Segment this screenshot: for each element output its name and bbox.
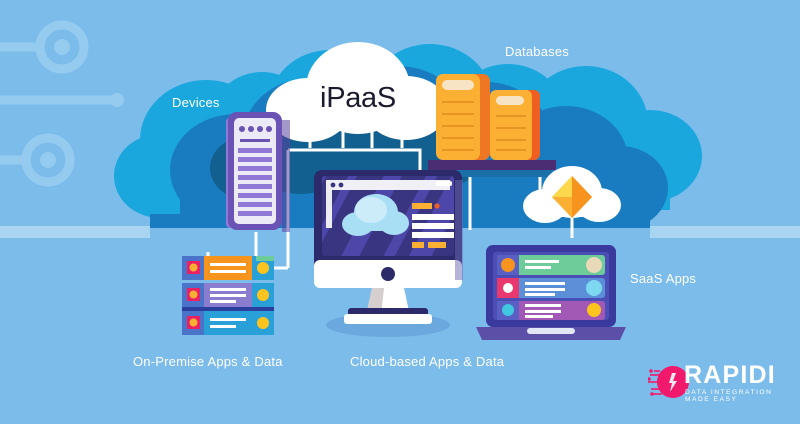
label-databases: Databases xyxy=(505,44,569,59)
monitor-chin-dot xyxy=(381,267,395,281)
stack-mid-lines xyxy=(210,288,246,303)
stack-bot-badge-dot xyxy=(189,318,198,327)
screen-titlebar-button xyxy=(436,181,452,186)
laptop-trackpad xyxy=(527,328,575,334)
monitor-base xyxy=(344,314,432,324)
screen-titlebar xyxy=(326,180,450,190)
stack-top-badge-dot xyxy=(189,263,198,272)
stack-top-green-tab xyxy=(256,256,274,261)
db-right-lines xyxy=(496,115,526,151)
stack-mid-indicator xyxy=(257,289,269,301)
label-saas-apps: SaaS Apps xyxy=(630,271,697,286)
label-on-premise: On-Premise Apps & Data xyxy=(133,354,283,369)
tower-shadow xyxy=(282,120,290,232)
stack-mid-badge-dot xyxy=(189,290,198,299)
db-shelf-top xyxy=(428,160,556,170)
stack-divider xyxy=(182,307,274,311)
label-cloud-based: Cloud-based Apps & Data xyxy=(350,354,505,369)
laptop-app2-lines xyxy=(525,282,565,296)
label-devices: Devices xyxy=(172,95,220,110)
network-node-icon xyxy=(648,366,689,398)
logo-bolt-icon xyxy=(669,373,677,392)
logo-circuit-lines xyxy=(648,370,664,395)
screen-window-dots xyxy=(330,182,344,188)
screen-content-bars xyxy=(412,203,454,248)
circuit-rings-left xyxy=(21,20,124,187)
laptop-app1-lines xyxy=(525,260,559,269)
laptop-app1-avatar xyxy=(586,257,602,273)
screen-sidebar xyxy=(326,190,332,228)
db-right-body xyxy=(490,90,532,160)
tower-indicator-dots xyxy=(239,126,272,132)
db-left-light xyxy=(442,80,474,90)
logo-nodes xyxy=(648,369,654,396)
rapidi-logo[interactable]: RAPIDI DATA INTEGRATION MADE EASY xyxy=(648,360,792,408)
laptop-app1-icon xyxy=(501,258,515,272)
stack-bot-lines xyxy=(210,318,246,328)
ipaas-label: iPaaS xyxy=(320,82,396,114)
laptop-app2-icon xyxy=(503,283,513,293)
stack-top-indicator xyxy=(257,262,269,274)
monitor-side-shade xyxy=(455,180,463,280)
db-left-lines xyxy=(442,101,474,151)
stack-top-lines xyxy=(210,263,246,273)
tower-bar xyxy=(240,139,270,142)
logo-wordmark: RAPIDI xyxy=(684,361,776,389)
ground-accent xyxy=(0,226,800,238)
stack-bot-indicator xyxy=(257,317,269,329)
laptop-app2-avatar xyxy=(586,280,602,296)
db-shelf-base xyxy=(432,170,552,177)
diamond-shape xyxy=(552,176,592,218)
laptop-app3-lines xyxy=(525,304,561,318)
logo-tagline: DATA INTEGRATION MADE EASY xyxy=(685,389,773,403)
tower-slots xyxy=(238,148,272,216)
db-right-light xyxy=(496,96,524,105)
monitor-screen xyxy=(322,176,454,256)
screen-cloud-icon xyxy=(342,194,409,236)
laptop-app3-icon xyxy=(502,304,514,316)
laptop-app3-avatar xyxy=(587,303,601,317)
laptop-app-row-1 xyxy=(497,255,605,275)
